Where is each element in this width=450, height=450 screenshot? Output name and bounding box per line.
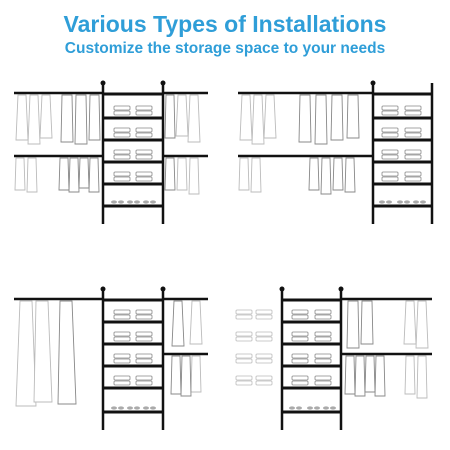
installation-diagram-1 [14,80,208,224]
installation-type-4 [230,284,440,434]
installation-diagram-4 [235,286,432,430]
installation-type-1 [6,78,216,228]
page-title: Various Types of Installations [63,11,387,37]
installation-type-3 [6,284,216,434]
installation-type-2 [230,78,440,228]
installation-diagram-3 [14,286,208,430]
page-subtitle: Customize the storage space to your need… [64,40,386,57]
installation-diagram-2 [238,80,434,224]
